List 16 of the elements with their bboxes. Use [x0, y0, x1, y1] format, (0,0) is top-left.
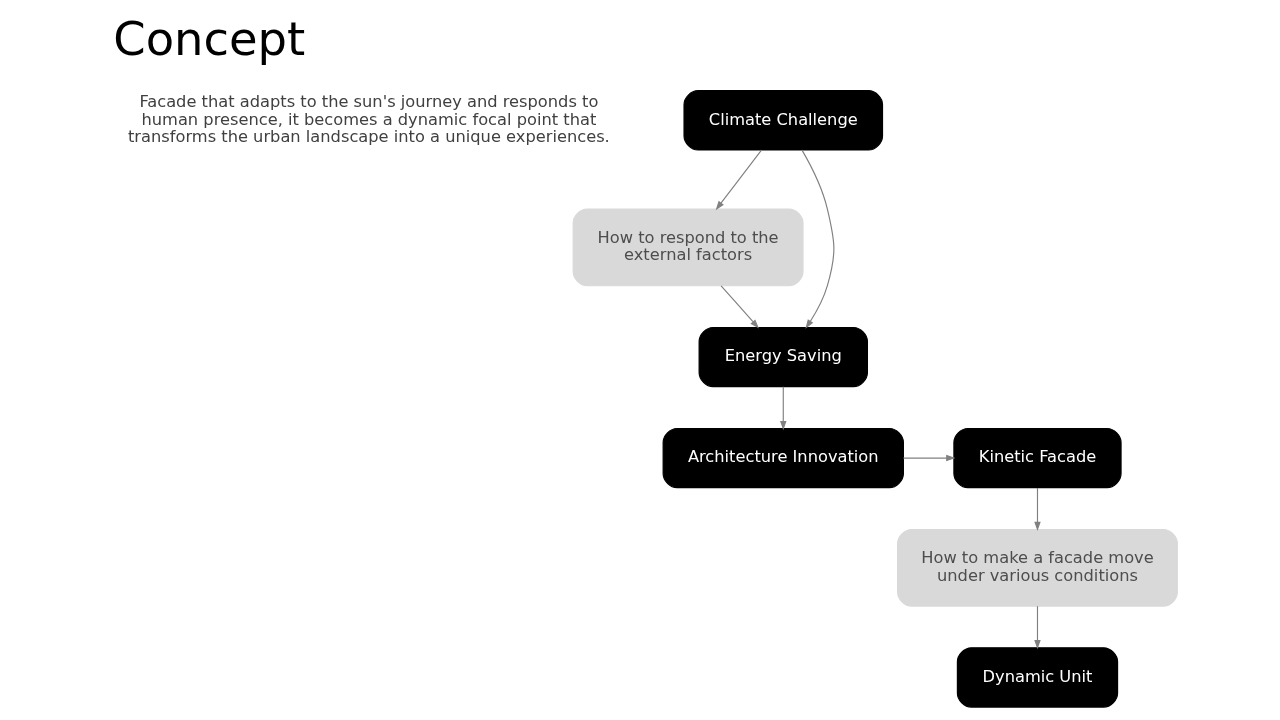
arrow	[1033, 605, 1041, 650]
node-box: Architecture Innovation	[662, 427, 904, 489]
arrow	[1033, 487, 1041, 531]
arrow	[720, 285, 759, 329]
node-box: How to respond to the external factors	[572, 208, 804, 287]
node-box: Kinetic Facade	[952, 427, 1122, 489]
node-box: Energy Saving	[698, 326, 868, 388]
arrow	[800, 149, 834, 329]
arrow	[715, 149, 762, 211]
node-box: Climate Challenge	[682, 90, 883, 151]
arrow	[779, 386, 787, 431]
node-box: Dynamic Unit	[956, 647, 1118, 708]
arrow	[902, 454, 955, 462]
label: Facade that adapts to the sun's journey and responds to human presence, it becomes a dynamic focal point that transforms the urban landscape into a unique experiences.	[127, 92, 610, 147]
node-box: How to make a facade move under various conditions	[896, 528, 1178, 607]
diagram-title: Concept	[112, 11, 305, 66]
